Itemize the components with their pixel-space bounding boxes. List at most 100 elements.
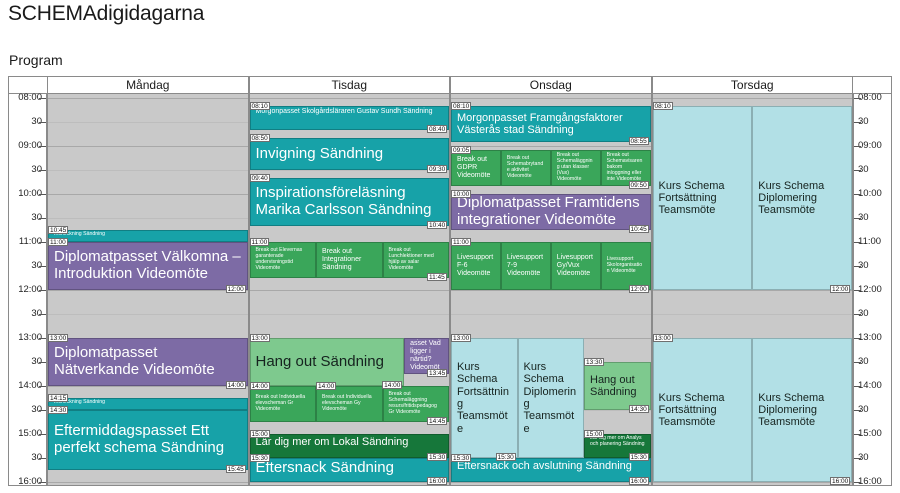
event-tue-breakout-lunchlektioner[interactable]: Break out Lunchlektioner med hjälp av sa…: [382, 242, 449, 278]
event-title: Kurs Schema Diplomering Teamsmöte: [758, 179, 825, 217]
event-wed-breakout-brytande[interactable]: Break out Schemabrytande aktivitet Video…: [500, 150, 551, 186]
time-tick: [854, 458, 861, 459]
event-title: Break out Elevernas garanterade undervis…: [255, 247, 303, 271]
event-tue-morgonpasset[interactable]: Morgonpasset Skolgårdsläraren Gustav Sun…: [249, 106, 449, 130]
event-tue-invigning[interactable]: Invigning Sändning: [249, 138, 449, 170]
event-start-time-chip: 14:30: [48, 406, 69, 414]
event-start-time-chip: 11:00: [48, 238, 68, 246]
event-end-time-chip: 12:00: [225, 285, 246, 293]
grid-line: [451, 482, 651, 483]
event-wed-breakout-utanklasser[interactable]: Break out Schemaläggning utan klasser (V…: [550, 150, 601, 186]
time-label-left-30: 30: [31, 452, 42, 463]
event-end-time-chip: 14:00: [382, 381, 403, 389]
event-mon-natverkande[interactable]: Diplomatpasset Nätverkande Videomöte: [48, 338, 248, 386]
event-mon-valkomna[interactable]: Diplomatpasset Välkomna – Introduktion V…: [48, 242, 248, 290]
time-label-left-0800: 08:00: [18, 92, 42, 103]
grid-line: [48, 218, 248, 219]
time-tick: [854, 434, 861, 435]
day-header-monday[interactable]: Måndag: [47, 77, 249, 93]
time-tick: [854, 362, 861, 363]
event-mon-incheckning-2[interactable]: Incheckning Sändning: [48, 398, 248, 410]
event-start-time-chip: 15:30: [451, 454, 472, 462]
event-tue-hangout[interactable]: Hang out Sändning: [249, 338, 405, 386]
event-thu-kurs-diplomering-am[interactable]: Kurs Schema Diplomering Teamsmöte: [752, 106, 852, 290]
event-tue-lokal[interactable]: Lär dig mer om Lokal Sändning: [249, 434, 449, 458]
event-tue-breakout-integrationer[interactable]: Break out Integrationer Sändning: [316, 242, 383, 278]
time-label-right-30: 30: [858, 164, 869, 175]
event-start-time-chip: 13:00: [48, 334, 69, 342]
event-wed-breakout-gdpr[interactable]: Break out GDPR Videomöte: [451, 150, 501, 186]
day-column-wednesday[interactable]: Morgonpasset Framgångsfaktorer Västerås …: [450, 94, 652, 485]
event-start-time-chip: 11:00: [451, 238, 471, 246]
grid-line: [249, 290, 449, 291]
event-mon-eftermiddag[interactable]: Eftermiddagspasset Ett perfekt schema Sä…: [48, 410, 248, 470]
event-wed-framtidens[interactable]: Diplomatpasset Framtidens integrationer …: [451, 194, 651, 230]
event-start-time-chip: 08:10: [249, 102, 270, 110]
event-tue-vadligger[interactable]: Diplomatpasset Vad ligger i närtid? Vide…: [404, 338, 449, 374]
grid-line: [249, 170, 449, 171]
event-title: Incheckning Sändning: [54, 399, 106, 405]
event-title: Break out Lunchlektioner med hjälp av sa…: [388, 247, 434, 271]
event-wed-eftersnack[interactable]: Eftersnack och avslutning Sändning: [451, 458, 651, 482]
event-title: Livesupport Gy/Vux Videomöte: [556, 254, 593, 277]
day-header-tuesday[interactable]: Tisdag: [248, 77, 450, 93]
event-title: Kurs Schema Fortsättning Teamsmöte: [457, 361, 509, 435]
time-tick: [39, 338, 46, 339]
time-tick: [854, 122, 861, 123]
event-tue-breakout-elevernas[interactable]: Break out Elevernas garanterade undervis…: [249, 242, 316, 278]
time-label-left-30: 30: [31, 404, 42, 415]
event-title: Hang out Sändning: [255, 352, 384, 370]
event-title: Diplomatpasset Vad ligger i närtid? Vide…: [410, 339, 442, 373]
event-thu-kurs-diplomering-pm[interactable]: Kurs Schema Diplomering Teamsmöte: [752, 338, 852, 482]
event-title: Break out Schemaläggning utan klasser (V…: [556, 152, 593, 182]
event-title: Break out Individuella elevscheman Gy Vi…: [322, 394, 372, 412]
event-start-time-chip: 08:10: [652, 102, 673, 110]
day-header-wednesday[interactable]: Onsdag: [450, 77, 652, 93]
event-wed-live-skolorg[interactable]: Livesupport Skolorganisation Videomöte: [600, 242, 651, 290]
day-header-thursday[interactable]: Torsdag: [651, 77, 853, 93]
grid-line: [652, 290, 852, 291]
event-tue-breakout-gy[interactable]: Break out Individuella elevscheman Gy Vi…: [316, 386, 383, 422]
time-label-right-30: 30: [858, 308, 869, 319]
event-title: Kurs Schema Diplomering Teamsmöte: [523, 361, 577, 435]
time-label-right-1600: 16:00: [858, 476, 882, 487]
event-tue-breakout-gr[interactable]: Break out Individuella elevscheman Gr Vi…: [249, 386, 316, 422]
grid-line: [451, 146, 651, 147]
day-column-tuesday[interactable]: Morgonpasset Skolgårdsläraren Gustav Sun…: [248, 94, 450, 485]
grid-line: [48, 98, 248, 99]
time-tick: [854, 290, 861, 291]
page-subtitle: Program: [9, 52, 63, 68]
event-end-time-chip: 13:45: [427, 369, 448, 377]
event-title: Morgonpasset Framgångsfaktorer Västerås …: [457, 111, 623, 136]
event-end-time-chip: 09:30: [427, 165, 448, 173]
event-wed-morgonpasset[interactable]: Morgonpasset Framgångsfaktorer Västerås …: [451, 106, 651, 142]
event-start-time-chip: 10:45: [48, 226, 69, 234]
event-wed-live-f6[interactable]: Livesupport F-6 Videomöte: [451, 242, 501, 290]
event-wed-hangout[interactable]: Hang out Sändning: [584, 362, 651, 410]
event-thu-kurs-fortsattning-pm[interactable]: Kurs Schema Fortsättning Teamsmöte: [652, 338, 753, 482]
event-end-time-chip: 08:55: [628, 137, 649, 145]
time-tick: [39, 458, 46, 459]
event-thu-kurs-fortsattning-am[interactable]: Kurs Schema Fortsättning Teamsmöte: [652, 106, 753, 290]
event-wed-kurs-fortsattning[interactable]: Kurs Schema Fortsättning Teamsmöte: [451, 338, 518, 458]
event-end-time-chip: 16:00: [830, 477, 851, 485]
event-wed-live-79[interactable]: Livesupport 7-9 Videomöte: [500, 242, 551, 290]
event-wed-breakout-schemavisaren[interactable]: Break out Schemavisaren bakom inloggning…: [600, 150, 651, 186]
event-mon-incheckning-1[interactable]: Incheckning Sändning: [48, 230, 248, 242]
event-tue-breakout-schemalaggning[interactable]: Break out Schemaläggning resurs/fritidsp…: [382, 386, 449, 422]
event-tue-inspiration[interactable]: Inspirationsföreläsning Marika Carlsson …: [249, 178, 449, 226]
event-wed-live-gyvux[interactable]: Livesupport Gy/Vux Videomöte: [550, 242, 601, 290]
event-wed-kurs-diplomering[interactable]: Kurs Schema Diplomering Teamsmöte: [517, 338, 584, 458]
event-title: Break out Schemabrytande aktivitet Video…: [506, 155, 544, 179]
event-end-time-chip: 15:30: [495, 453, 516, 461]
time-label-right-0900: 09:00: [858, 140, 882, 151]
grid-line: [249, 98, 449, 99]
event-tue-eftersnack[interactable]: Eftersnack Sändning: [249, 458, 449, 482]
event-title: Morgonpasset Skolgårdsläraren Gustav Sun…: [255, 108, 433, 115]
time-tick: [854, 98, 861, 99]
